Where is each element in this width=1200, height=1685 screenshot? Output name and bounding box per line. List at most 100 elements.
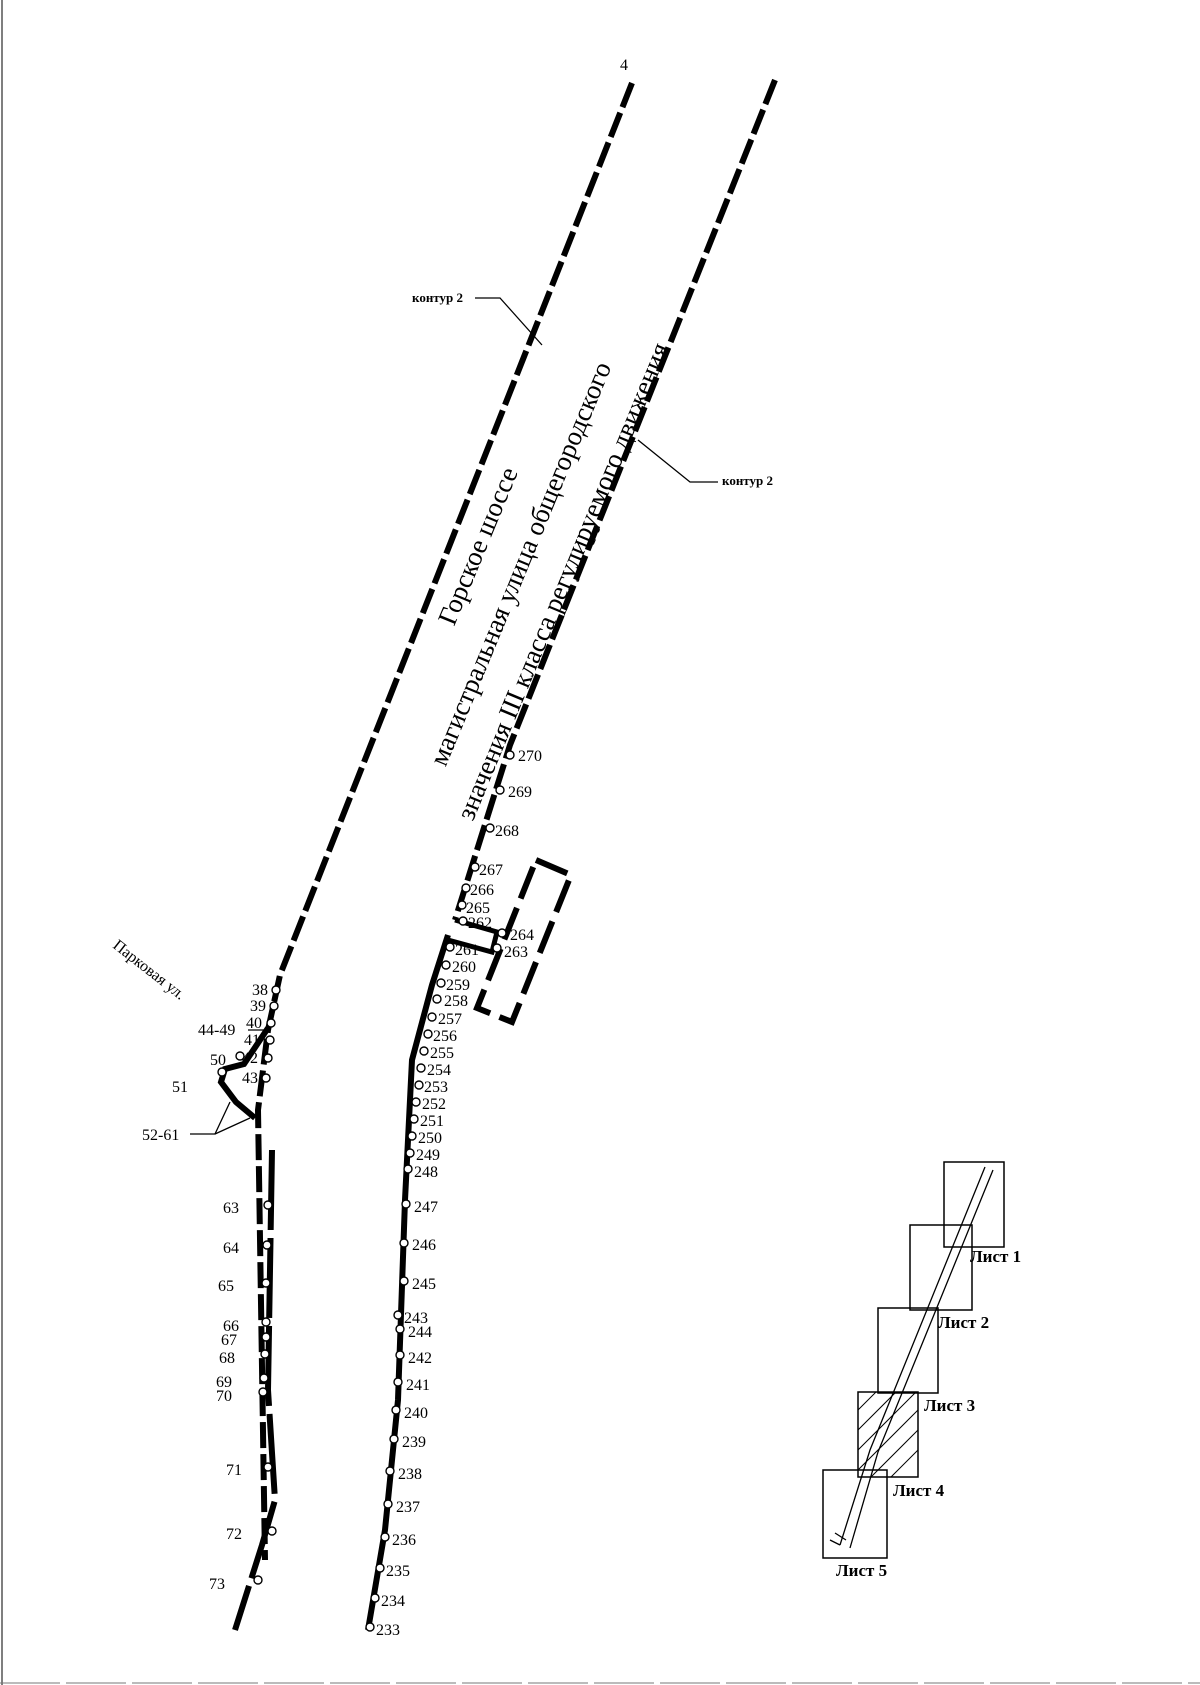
point-marker-234 [370,1593,380,1603]
point-marker-268 [485,823,495,833]
contour-label-right: контур 2 [722,473,773,488]
point-marker-237 [383,1499,393,1509]
point-marker-233 [365,1622,375,1632]
group-label-44-49: 44-49 [198,1022,235,1039]
point-marker-65 [261,1278,271,1288]
point-label-244: 244 [408,1324,432,1341]
index-sheet-1-frame [943,1161,1005,1248]
point-label-268: 268 [495,823,519,840]
point-marker-250 [407,1131,417,1141]
point-marker-263 [492,943,502,953]
point-marker-254 [416,1063,426,1073]
point-label-264: 264 [510,927,534,944]
point-label-241: 241 [406,1377,430,1394]
right-point-labels: 2702692682672662652622642632612602592582… [376,748,542,1639]
point-label-255: 255 [430,1045,454,1062]
index-sheet-3-label: Лист 3 [924,1396,975,1415]
point-marker-73 [253,1575,263,1585]
index-sheet-5-frame [822,1469,888,1559]
point-marker-50 [235,1051,245,1061]
point-label-242: 242 [408,1350,432,1367]
point-label-269: 269 [508,784,532,801]
point-label-236: 236 [392,1532,416,1549]
point-label-263: 263 [504,944,528,961]
index-sheet-4-label: Лист 4 [893,1481,945,1500]
point-marker-252 [411,1097,421,1107]
point-label-254: 254 [427,1062,451,1079]
point-label-251: 251 [420,1113,444,1130]
point-label-67: 67 [221,1332,237,1349]
point-marker-255 [419,1046,429,1056]
point-marker-259 [436,978,446,988]
point-label-247: 247 [414,1199,438,1216]
point-label-233: 233 [376,1622,400,1639]
point-label-259: 259 [446,977,470,994]
point-label-249: 249 [416,1147,440,1164]
point-label-240: 240 [404,1405,428,1422]
point-marker-249 [405,1148,415,1158]
point-marker-248 [403,1164,413,1174]
point-marker-262 [458,916,468,926]
point-marker-238 [385,1466,395,1476]
point-marker-66 [261,1317,271,1327]
point-marker-42 [263,1053,273,1063]
point-marker-242 [395,1350,405,1360]
point-label-43: 43 [242,1070,258,1087]
point-marker-261 [445,942,455,952]
point-marker-245 [399,1276,409,1286]
point-label-243: 243 [404,1310,428,1327]
road-category-line2: значения III класса регулируемого движен… [451,338,675,824]
point-label-265: 265 [466,900,490,917]
contour-leader-left [475,297,543,346]
point-label-235: 235 [386,1563,410,1580]
point-label-270: 270 [518,748,542,765]
point-label-237: 237 [396,1499,420,1516]
side-street-name: Парковая ул. [110,937,189,1004]
point-label-38: 38 [252,982,268,999]
index-sheet-4-hatch [857,1391,919,1478]
point-label-262: 262 [468,915,492,932]
point-marker-257 [427,1012,437,1022]
point-marker-247 [401,1199,411,1209]
notch-outline [447,917,501,956]
sheet-number: 4 [620,57,628,74]
point-label-51: 51 [172,1079,188,1096]
point-label-70: 70 [216,1388,232,1405]
contour-leader-right [637,439,718,483]
point-label-41: 41 [244,1032,260,1049]
point-label-234: 234 [381,1593,405,1610]
point-marker-244 [395,1324,405,1334]
point-marker-69 [259,1373,269,1383]
point-marker-236 [380,1532,390,1542]
point-label-50: 50 [210,1052,226,1069]
point-label-69: 69 [216,1374,232,1391]
point-marker-258 [432,994,442,1004]
point-marker-251 [409,1114,419,1124]
point-label-257: 257 [438,1011,462,1028]
point-label-260: 260 [452,959,476,976]
point-marker-265 [457,900,467,910]
point-label-261: 261 [455,942,479,959]
point-label-42: 42 [242,1050,258,1067]
point-marker-39 [269,1001,279,1011]
contour-right-line [452,78,778,921]
point-marker-256 [423,1029,433,1039]
point-marker-72 [267,1526,277,1536]
index-map: Лист 1 Лист 2 Лист 3 Лист 4 Лист 5 [822,1161,1021,1580]
point-marker-266 [461,883,471,893]
point-marker-240 [391,1405,401,1415]
point-label-253: 253 [424,1079,448,1096]
point-marker-235 [375,1563,385,1573]
contour-label-left: контур 2 [412,290,463,305]
point-label-40: 40 [246,1015,262,1032]
point-label-248: 248 [414,1164,438,1181]
point-marker-246 [399,1238,409,1248]
point-marker-269 [495,785,505,795]
point-marker-243 [393,1310,403,1320]
index-sheet-2-frame [909,1224,973,1311]
point-marker-38 [271,985,281,995]
point-marker-51 [217,1067,227,1077]
point-label-39: 39 [250,998,266,1015]
planned-object-rectangle [473,856,575,1026]
